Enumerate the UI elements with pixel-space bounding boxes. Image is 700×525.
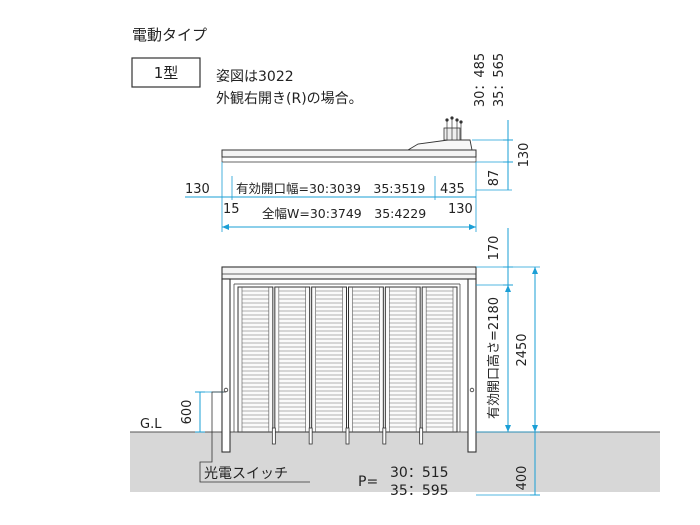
pitch-label: P= [358, 474, 378, 490]
left-post [221, 278, 231, 453]
folding-door-panels [237, 286, 458, 433]
door-panel [311, 286, 347, 433]
pitch-35: 35：595 [390, 483, 449, 499]
small-left-offset: 15 [223, 202, 240, 217]
elevation-view: G.L 600 光電スイッチ P= 30：515 35：595 170 有効開口… [130, 228, 660, 499]
right-offset: 435 [440, 182, 465, 197]
floor-guide [382, 427, 387, 445]
top-height-30: 30：485 [473, 53, 488, 107]
photo-switch-label: 光電スイッチ [204, 466, 288, 482]
height-87: 87 [487, 170, 502, 187]
roof [221, 266, 477, 280]
floor-guide [419, 427, 424, 445]
photo-sensor-left [223, 387, 229, 393]
pitch-30: 30：515 [390, 465, 449, 481]
effective-opening-height: 有効開口高さ=2180 [486, 297, 502, 419]
effective-opening-width: 有効開口幅=30:3039 35:3519 [236, 181, 425, 196]
door-panel [384, 286, 421, 433]
door-panel [421, 286, 458, 433]
title: 電動タイプ [132, 26, 207, 44]
door-panel [348, 286, 384, 433]
roof-plan [221, 149, 477, 158]
plan-view: 130 有効開口幅=30:3039 35:3519 435 15 全幅W=30:… [185, 53, 532, 232]
small-right-offset: 130 [448, 202, 473, 217]
photo-sensor-right [469, 387, 475, 393]
top-height-170: 170 [487, 236, 502, 261]
floor-guide [308, 427, 313, 445]
door-panel [274, 286, 311, 433]
right-post [467, 278, 477, 453]
model-box [131, 57, 201, 88]
switch-height: 600 [180, 400, 195, 425]
door-panel [237, 286, 274, 433]
foundation-depth: 400 [515, 466, 530, 491]
note-line-2: 外観右開き(R)の場合。 [216, 90, 363, 107]
total-width: 全幅W=30:3749 35:4229 [262, 206, 426, 221]
motor-unit [406, 139, 473, 151]
left-offset: 130 [185, 182, 210, 197]
switch-leader [199, 391, 310, 483]
ground-level-label: G.L [140, 417, 162, 432]
note-line-1: 姿図は3022 [216, 69, 294, 85]
total-height: 2450 [515, 333, 530, 366]
model-label: 1型 [154, 64, 179, 82]
top-height-35: 35：565 [492, 53, 507, 107]
floor-guides [271, 427, 424, 445]
height-130: 130 [517, 143, 532, 168]
floor-guide [271, 427, 276, 445]
floor-guide [345, 427, 350, 445]
